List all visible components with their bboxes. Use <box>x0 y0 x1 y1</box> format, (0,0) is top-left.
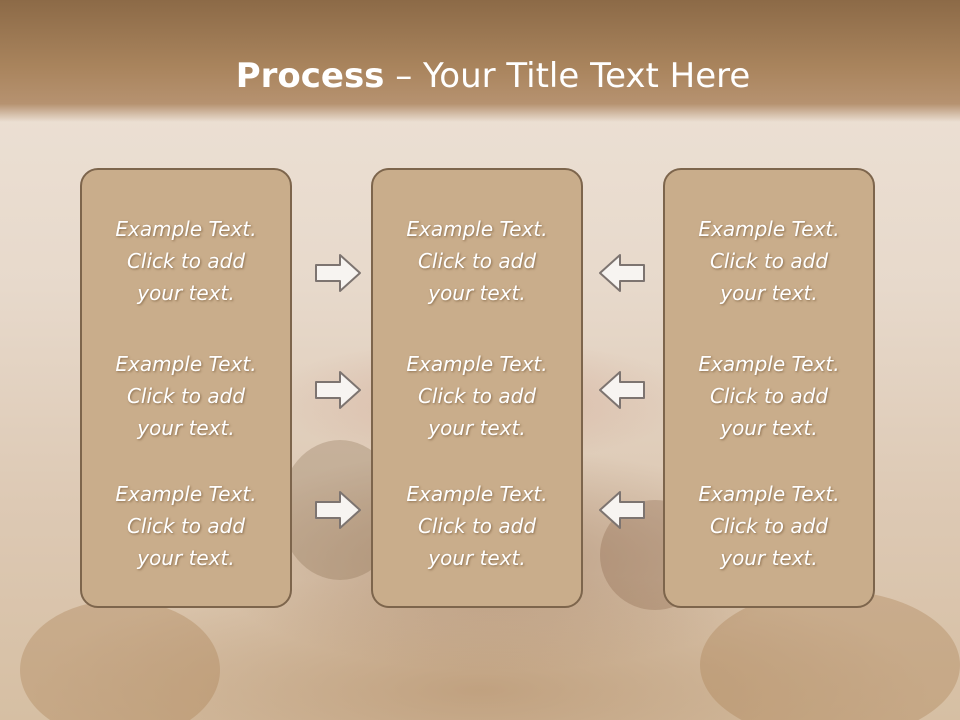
text-line: Click to add <box>709 514 829 538</box>
text-block[interactable]: Example Text. Click to add your text. <box>665 213 873 309</box>
text-block[interactable]: Example Text. Click to add your text. <box>82 213 290 309</box>
text-block[interactable]: Example Text. Click to add your text. <box>82 348 290 444</box>
arrow-right-icon[interactable] <box>314 490 364 530</box>
arrow-left-icon[interactable] <box>596 370 646 410</box>
text-line: Click to add <box>417 249 537 273</box>
process-box-right[interactable]: Example Text. Click to add your text. Ex… <box>663 168 875 608</box>
text-line: Example Text. <box>406 352 548 376</box>
text-line: your text. <box>428 546 526 570</box>
text-line: Example Text. <box>115 352 257 376</box>
text-line: Click to add <box>709 249 829 273</box>
text-line: Example Text. <box>698 352 840 376</box>
text-line: your text. <box>428 416 526 440</box>
text-block[interactable]: Example Text. Click to add your text. <box>373 213 581 309</box>
wheat-shape <box>700 590 960 720</box>
text-line: Click to add <box>417 384 537 408</box>
text-line: Example Text. <box>698 217 840 241</box>
text-line: Example Text. <box>406 482 548 506</box>
text-line: Example Text. <box>115 482 257 506</box>
arrow-left-icon[interactable] <box>596 253 646 293</box>
text-block[interactable]: Example Text. Click to add your text. <box>373 478 581 574</box>
text-line: Click to add <box>417 514 537 538</box>
title-bar <box>0 0 960 122</box>
text-line: your text. <box>137 281 235 305</box>
title-bold: Process <box>235 56 385 96</box>
text-line: Example Text. <box>698 482 840 506</box>
text-line: Example Text. <box>115 217 257 241</box>
text-block[interactable]: Example Text. Click to add your text. <box>373 348 581 444</box>
process-box-left[interactable]: Example Text. Click to add your text. Ex… <box>80 168 292 608</box>
text-line: your text. <box>720 281 818 305</box>
text-block[interactable]: Example Text. Click to add your text. <box>665 348 873 444</box>
text-line: Example Text. <box>406 217 548 241</box>
text-line: your text. <box>137 416 235 440</box>
text-line: your text. <box>720 546 818 570</box>
arrow-right-icon[interactable] <box>314 370 364 410</box>
text-line: your text. <box>428 281 526 305</box>
text-line: your text. <box>137 546 235 570</box>
slide-title[interactable]: Process – Your Title Text Here <box>0 52 960 100</box>
wheat-shape <box>20 600 220 720</box>
text-line: Click to add <box>126 249 246 273</box>
text-line: Click to add <box>709 384 829 408</box>
arrow-right-icon[interactable] <box>314 253 364 293</box>
text-line: Click to add <box>126 384 246 408</box>
text-line: your text. <box>720 416 818 440</box>
text-block[interactable]: Example Text. Click to add your text. <box>82 478 290 574</box>
process-box-center[interactable]: Example Text. Click to add your text. Ex… <box>371 168 583 608</box>
text-block[interactable]: Example Text. Click to add your text. <box>665 478 873 574</box>
title-rest: – Your Title Text Here <box>384 56 751 96</box>
arrow-left-icon[interactable] <box>596 490 646 530</box>
text-line: Click to add <box>126 514 246 538</box>
